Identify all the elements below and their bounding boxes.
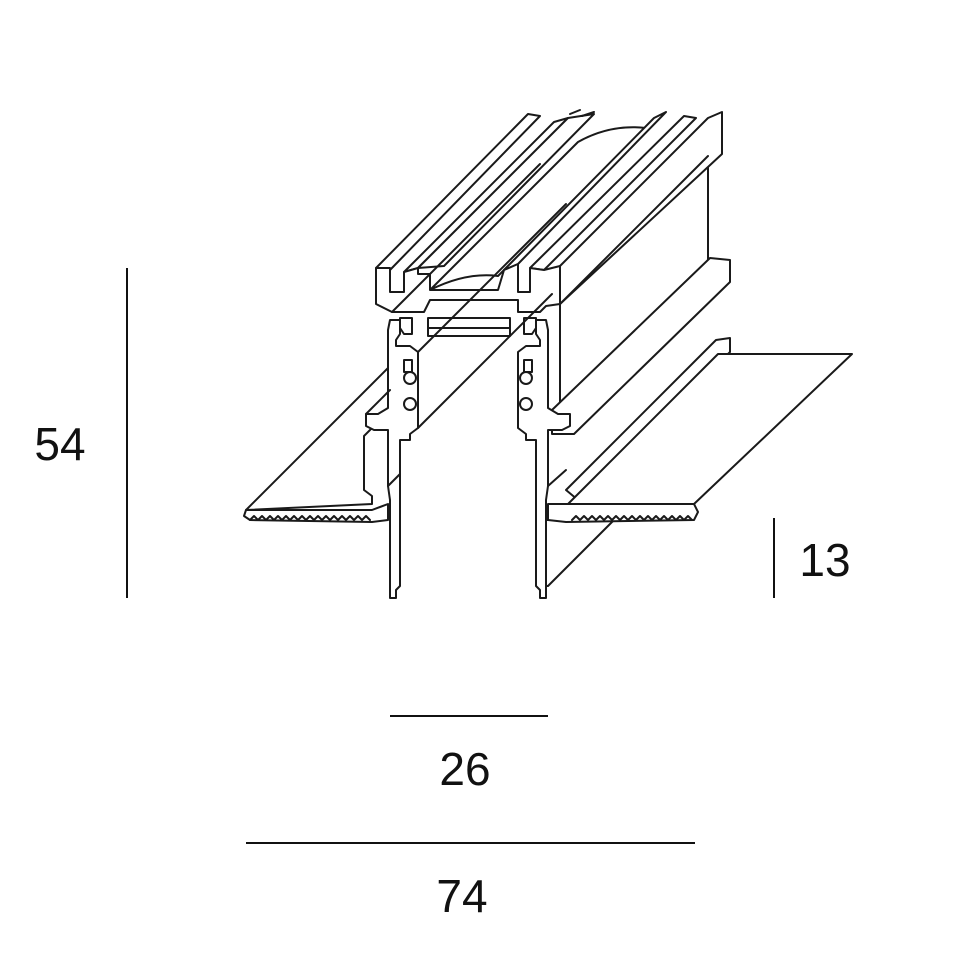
dimension-label-height: 54 (34, 418, 85, 470)
dimension-label-inner-width: 26 (439, 743, 490, 795)
profile-depth-surfaces (245, 111, 853, 587)
dimension-label-outer-width: 74 (436, 870, 487, 922)
dimension-label-flange-height: 13 (799, 534, 850, 586)
profile-edge-lines (365, 109, 709, 487)
